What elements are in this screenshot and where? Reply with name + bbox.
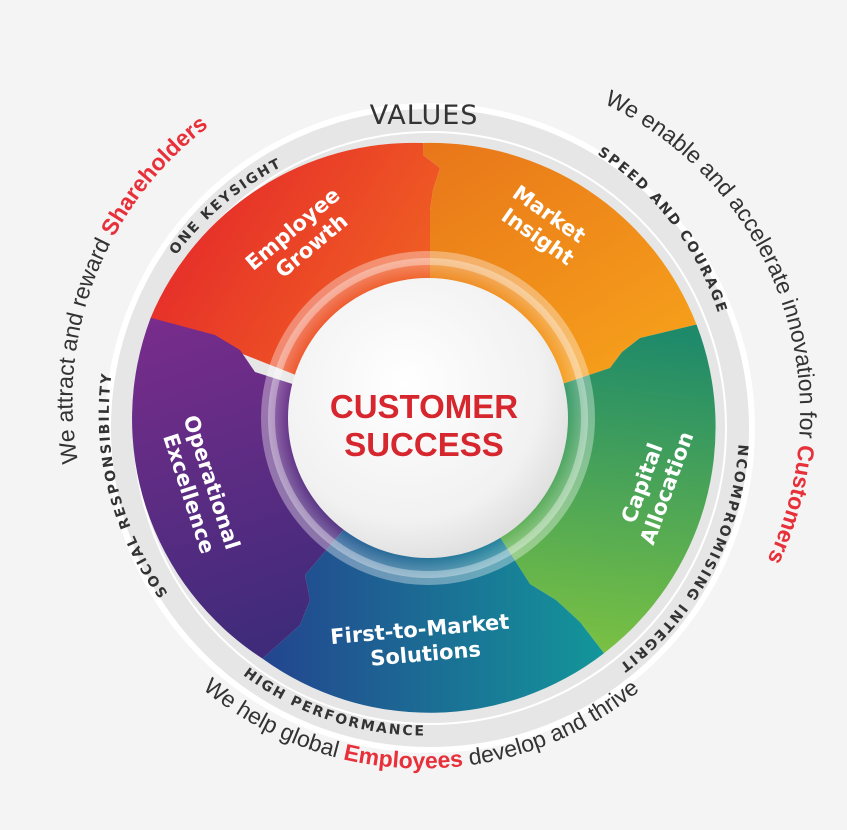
center-circle xyxy=(288,278,568,558)
center-title-line1: CUSTOMER xyxy=(330,388,518,425)
segment-operational-excellence xyxy=(132,317,431,659)
values-title: VALUES xyxy=(370,100,479,131)
statement-customers-accent: Customers xyxy=(763,444,820,569)
center-title-line2: SUCCESS xyxy=(344,426,504,463)
